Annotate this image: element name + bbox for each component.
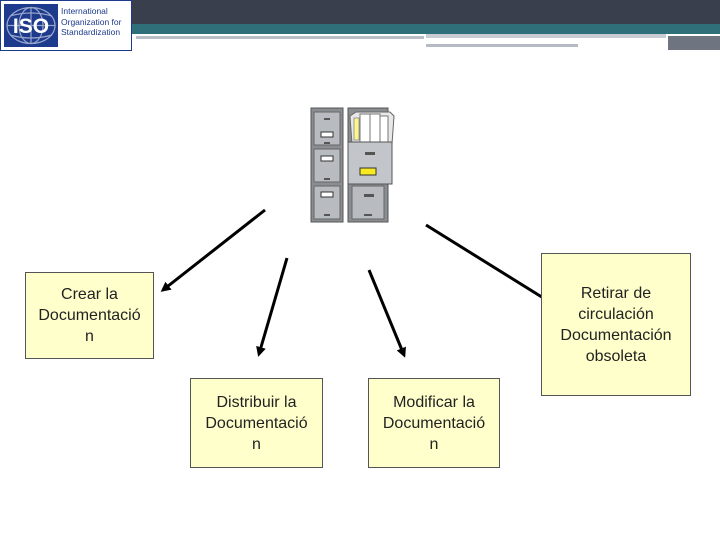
arrow-to-modificar — [367, 269, 406, 358]
node-distribuir-line: Distribuir la — [216, 393, 297, 411]
iso-globe-mark: ISO — [4, 4, 58, 47]
node-distribuir-line: n — [252, 435, 261, 453]
node-retirar-line: Retirar de — [580, 284, 652, 302]
arrow-to-crear — [160, 208, 266, 292]
node-crear-line: Documentació — [38, 307, 141, 324]
header-block — [668, 36, 720, 50]
header-bar-teal — [130, 24, 720, 34]
node-retirar-line: circulación — [578, 305, 654, 323]
header-line — [136, 36, 424, 39]
node-distribuir-line: Documentació — [205, 414, 308, 432]
node-distribuir: Distribuir la Documentació n — [190, 378, 323, 468]
header-bar-dark — [130, 0, 720, 24]
node-retirar: Retirar de circulación Documentación obs… — [541, 253, 691, 396]
node-crear-line: Crear la — [61, 286, 118, 303]
node-modificar-line: Modificar la — [393, 393, 475, 411]
node-modificar-line: n — [429, 435, 439, 453]
iso-mark-text: ISO — [13, 15, 49, 38]
iso-name-line: Standardization — [61, 27, 121, 37]
node-crear-line: n — [85, 328, 94, 345]
iso-name: International Organization for Standardi… — [61, 6, 131, 38]
iso-logo: ISO International Organization for Stand… — [0, 0, 132, 51]
node-modificar: Modificar la Documentació n — [368, 378, 500, 468]
header-line — [426, 34, 666, 38]
arrow-to-distribuir — [256, 257, 289, 357]
iso-name-line: International — [61, 6, 108, 16]
node-modificar-line: Documentació — [382, 414, 486, 432]
node-retirar-line: obsoleta — [585, 347, 647, 365]
node-crear: Crear la Documentació n — [25, 272, 154, 359]
node-retirar-line: Documentación — [560, 326, 672, 344]
arrow-to-retirar — [425, 223, 556, 306]
iso-name-line: Organization for — [61, 16, 122, 27]
header-line — [426, 44, 578, 47]
filing-cabinet-icon — [310, 107, 395, 223]
